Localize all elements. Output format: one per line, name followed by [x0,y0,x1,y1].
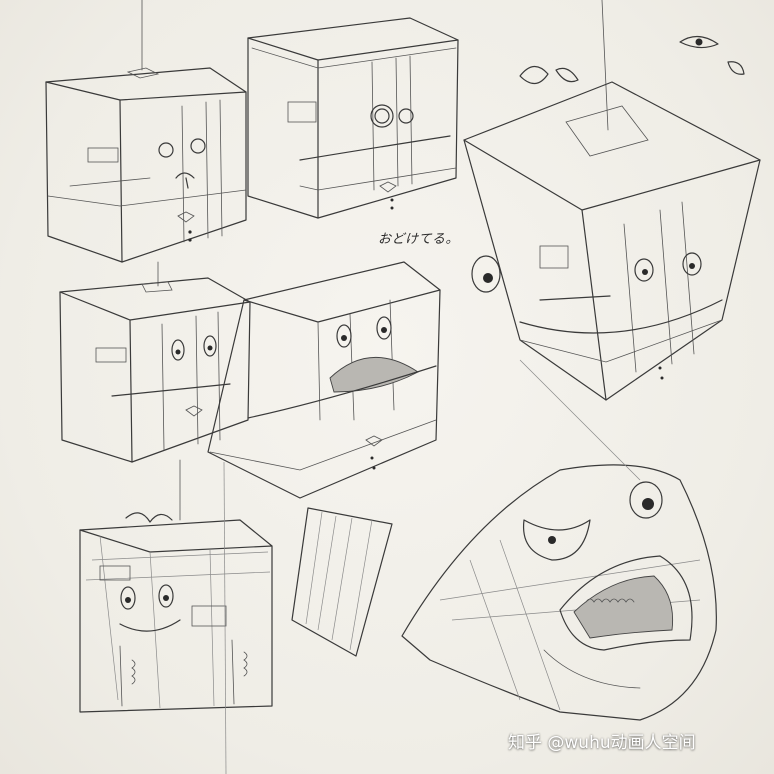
eye-doodle-top-right [679,35,745,75]
sketch-slab [291,507,393,657]
sketch-box-top-middle [247,17,459,219]
handwritten-annotation: おどけてる。 [378,232,460,247]
construction-lines [223,359,641,774]
sketch-box-large-right [463,0,761,401]
sketch-box-tongue [207,261,441,499]
sketch-box-bottom-left [79,459,273,713]
sketch-box-middle-left [59,261,251,463]
sketch-mouth-closeup [401,464,717,721]
watermark-text: 知乎 @wuhu动画人空间 [508,733,696,753]
sketch-box-top-left [45,0,247,263]
